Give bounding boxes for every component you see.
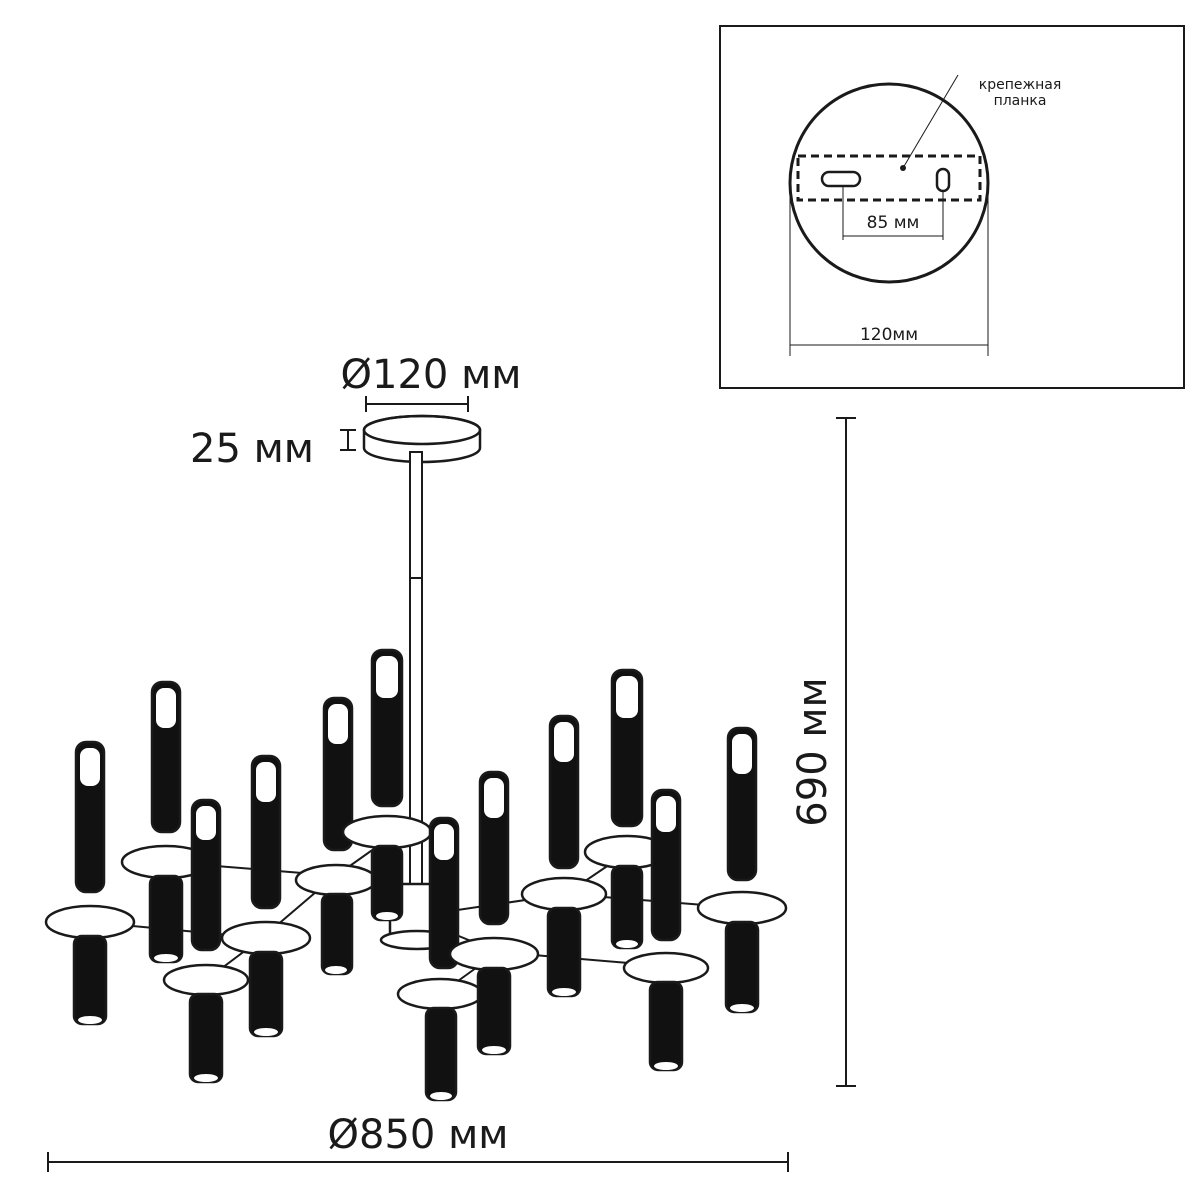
light-unit [583,668,671,950]
light-unit [44,740,136,1026]
slot-hole [820,170,862,188]
light-unit [696,726,788,1014]
chandelier [44,414,788,1102]
dimension-lines: Ø120 мм 25 мм 690 мм Ø850 мм [47,352,856,1172]
light-units [44,648,788,1102]
light-unit [341,648,433,922]
light-unit [622,788,710,1072]
canopy-diameter-label: Ø120 мм [341,352,522,398]
light-unit [294,696,378,976]
canopy-circle [788,82,990,284]
overall-height-label: 690 мм [790,677,836,826]
mounting-bar [796,154,982,202]
mount-label-line2: планка [994,93,1047,109]
light-unit [520,714,608,998]
overall-diameter-label: Ø850 мм [328,1112,509,1158]
canopy-top [362,414,482,446]
oval-hole [935,167,951,193]
light-unit [220,754,312,1038]
mount-label-line1: крепежная [979,77,1062,93]
light-unit [120,680,212,964]
inset-frame [719,25,1185,389]
light-unit [396,816,484,1102]
light-unit [162,798,250,1084]
hole-spacing-label: 85 мм [867,213,920,233]
canopy-height-label: 25 мм [190,426,314,472]
light-unit [448,770,540,1056]
plate-width-label: 120мм [860,325,918,345]
mounting-plate-inset: крепежная планка 85 мм 120мм [719,25,1185,389]
mount-label-leader [902,74,959,169]
